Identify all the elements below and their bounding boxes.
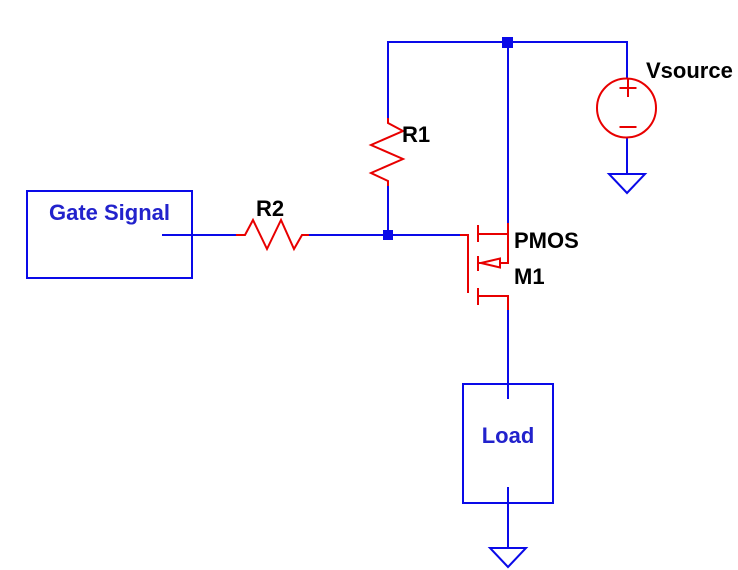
voltage-source-icon[interactable] (596, 77, 657, 139)
ground-icon-vsource[interactable] (606, 173, 648, 195)
gate-signal-box[interactable] (26, 190, 193, 279)
pmos-type-label[interactable]: PMOS (514, 228, 579, 253)
resistor-r2-symbol[interactable] (236, 217, 309, 252)
block-boxes-group (26, 190, 554, 504)
pmos-symbol[interactable] (460, 223, 509, 310)
grounds-group (487, 173, 648, 569)
r2-label[interactable]: R2 (256, 196, 285, 221)
junction-dot-gate-node[interactable] (383, 230, 393, 240)
resistor-r1-symbol[interactable] (368, 118, 406, 186)
junction-dots-group (383, 37, 513, 240)
mosfet-name-label[interactable]: M1 (514, 264, 545, 289)
vsource-label[interactable]: Vsource (646, 58, 733, 83)
r1-label[interactable]: R1 (402, 122, 431, 147)
junction-dot-top-rail[interactable] (502, 37, 513, 48)
load-box-label[interactable]: Load (481, 423, 535, 448)
pmos-body-arrow (480, 257, 501, 269)
vsource-circle[interactable] (596, 77, 657, 139)
ground-icon-load[interactable] (487, 547, 529, 569)
wires-group (162, 41, 628, 549)
components-group (236, 77, 657, 310)
load-box[interactable] (462, 383, 554, 504)
gate-signal-box-label[interactable]: Gate Signal (48, 200, 171, 225)
